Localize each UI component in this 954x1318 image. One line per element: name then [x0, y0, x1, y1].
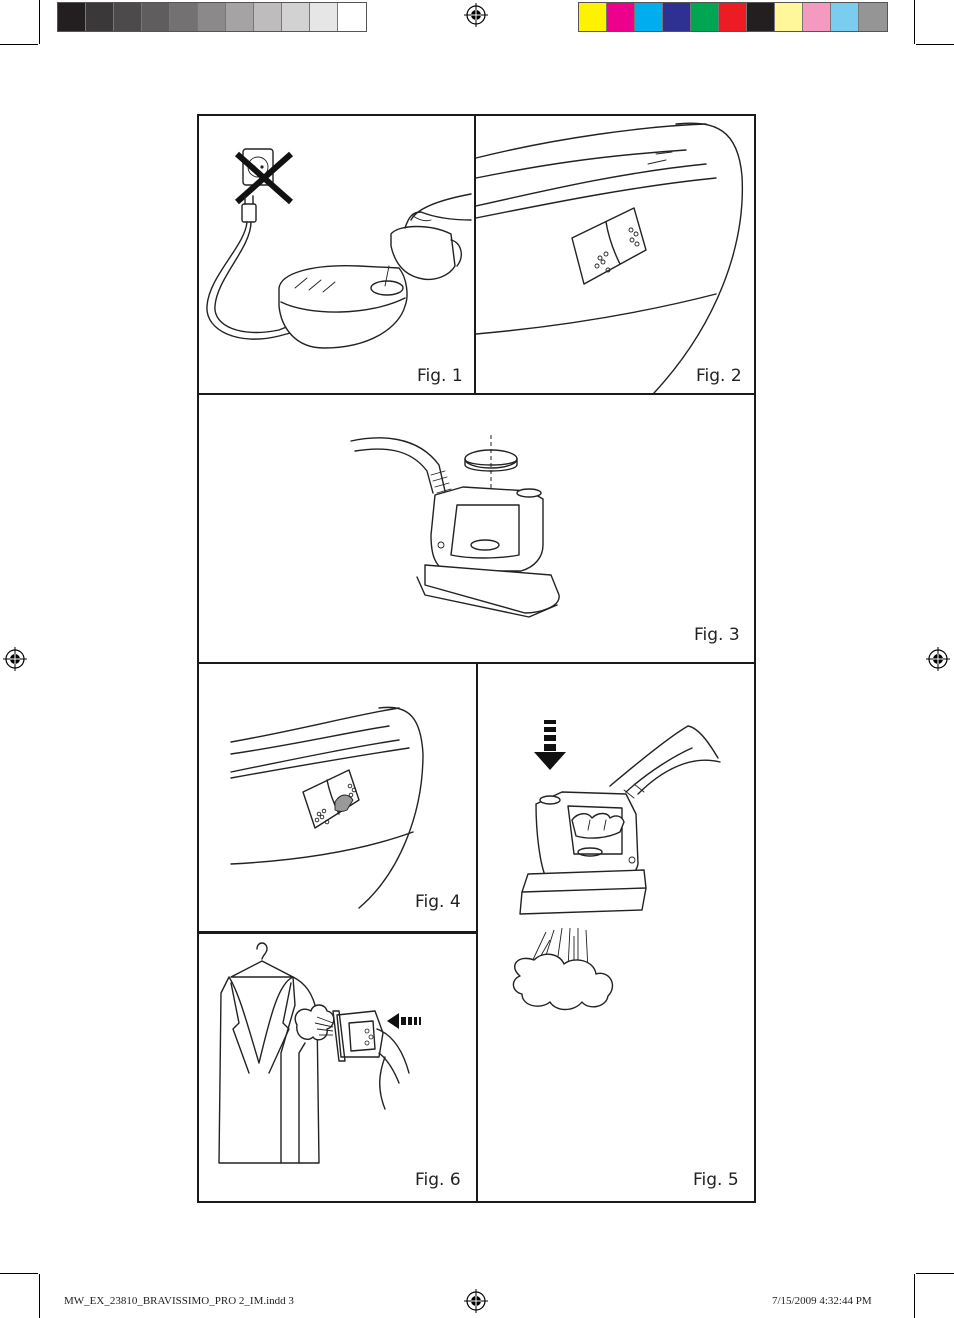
fig6-panel: Fig. 6 [197, 931, 478, 1203]
grayscale-color-bar [57, 2, 367, 32]
garment-steaming-illustration [218, 942, 421, 1164]
gray-swatch-2 [114, 3, 142, 31]
fig1-panel: Fig. 1 [197, 114, 476, 395]
color-swatch-8 [803, 3, 831, 31]
color-swatch-0 [579, 3, 607, 31]
fig5-panel: Fig. 5 [476, 662, 756, 1203]
color-swatch-3 [663, 3, 691, 31]
color-swatch-2 [635, 3, 663, 31]
color-swatch-9 [831, 3, 859, 31]
registration-mark-icon [926, 647, 950, 671]
fig4-panel: Fig. 4 [197, 662, 478, 934]
color-swatch-10 [859, 3, 887, 31]
color-swatch-5 [719, 3, 747, 31]
iron-knob-rotate-illustration [350, 435, 560, 618]
figure-label: Fig. 1 [417, 366, 463, 386]
color-swatch-4 [691, 3, 719, 31]
registration-mark-icon [464, 3, 488, 27]
timestamp: 7/15/2009 4:32:44 PM [772, 1295, 872, 1307]
color-swatch-1 [607, 3, 635, 31]
figure-label: Fig. 2 [696, 366, 742, 386]
registration-mark-icon [3, 647, 27, 671]
gray-swatch-8 [282, 3, 310, 31]
fig3-panel: Fig. 3 [197, 393, 756, 664]
fill-water-tank-illustration [206, 148, 472, 349]
gray-swatch-3 [142, 3, 170, 31]
file-slug: MW_EX_23810_BRAVISSIMO_PRO 2_IM.indd 3 [64, 1295, 294, 1307]
registration-mark-icon [464, 1289, 488, 1313]
gray-swatch-1 [86, 3, 114, 31]
figure-label: Fig. 3 [694, 625, 740, 645]
gray-swatch-7 [254, 3, 282, 31]
press-down-arrow-icon [534, 720, 566, 770]
gray-swatch-0 [58, 3, 86, 31]
process-color-bar [578, 2, 888, 32]
steam-button-press-illustration [230, 706, 424, 909]
fig2-panel: Fig. 2 [474, 114, 756, 395]
gray-swatch-9 [310, 3, 338, 31]
vertical-steam-illustration [512, 720, 721, 1011]
gray-swatch-10 [338, 3, 366, 31]
color-swatch-6 [747, 3, 775, 31]
color-swatch-7 [775, 3, 803, 31]
control-panel-closeup-illustration [475, 122, 744, 394]
gray-swatch-4 [170, 3, 198, 31]
gray-swatch-5 [198, 3, 226, 31]
figure-label: Fig. 6 [415, 1170, 461, 1190]
figure-label: Fig. 4 [415, 892, 461, 912]
figure-label: Fig. 5 [693, 1170, 739, 1190]
push-left-arrow-icon [387, 1013, 421, 1029]
gray-swatch-6 [226, 3, 254, 31]
